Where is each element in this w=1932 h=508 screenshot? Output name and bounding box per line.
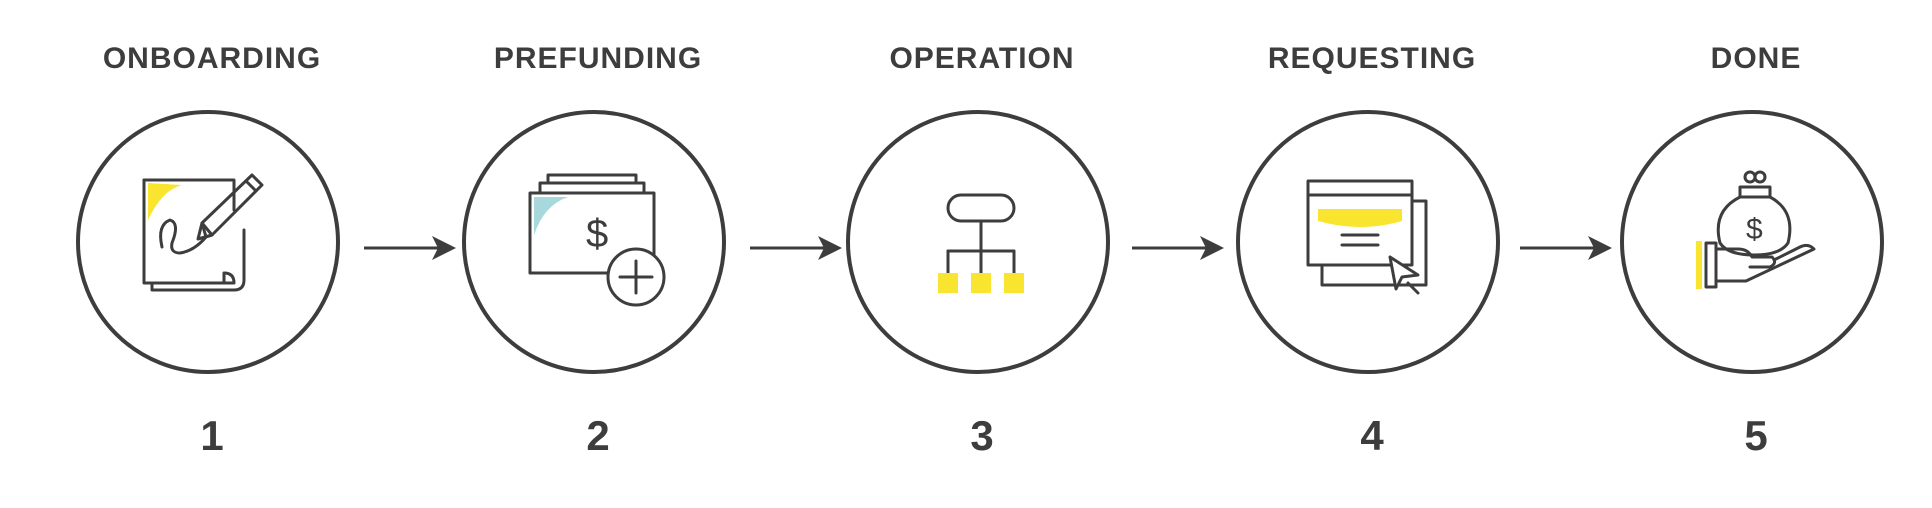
arrow-right-icon [1520,236,1612,260]
svg-text:$: $ [1746,213,1763,246]
step-circle [76,110,340,374]
svg-text:$: $ [586,212,608,256]
step-circle [462,110,726,374]
step-label: ONBOARDING [102,42,322,75]
step-circle [1620,110,1884,374]
step-number: 5 [1744,412,1768,459]
step-number: 1 [200,412,224,459]
step-label: REQUESTING [1267,42,1477,75]
step-number: 3 [970,412,994,459]
step-label: PREFUNDING [493,42,703,75]
hierarchy-icon [938,193,1024,293]
signed-document-icon [142,173,264,292]
step-label: OPERATION [889,42,1075,75]
step-number: 4 [1360,412,1384,459]
money-bag-hand-icon: $ [1696,170,1816,289]
step-done: DONE $ 5 [1606,0,1906,508]
arrow-right-icon [364,236,456,260]
arrow-right-icon [750,236,842,260]
step-circle [846,110,1110,374]
arrow-right-icon [1132,236,1224,260]
step-requesting: REQUESTING 4 [1222,0,1522,508]
step-operation: OPERATION 3 [832,0,1132,508]
browser-click-icon [1306,179,1428,295]
step-prefunding: PREFUNDING $ 2 [448,0,748,508]
add-money-icon: $ [528,173,666,307]
step-number: 2 [586,412,610,459]
step-label: DONE [1710,42,1802,75]
step-onboarding: ONBOARDING 1 [62,0,362,508]
